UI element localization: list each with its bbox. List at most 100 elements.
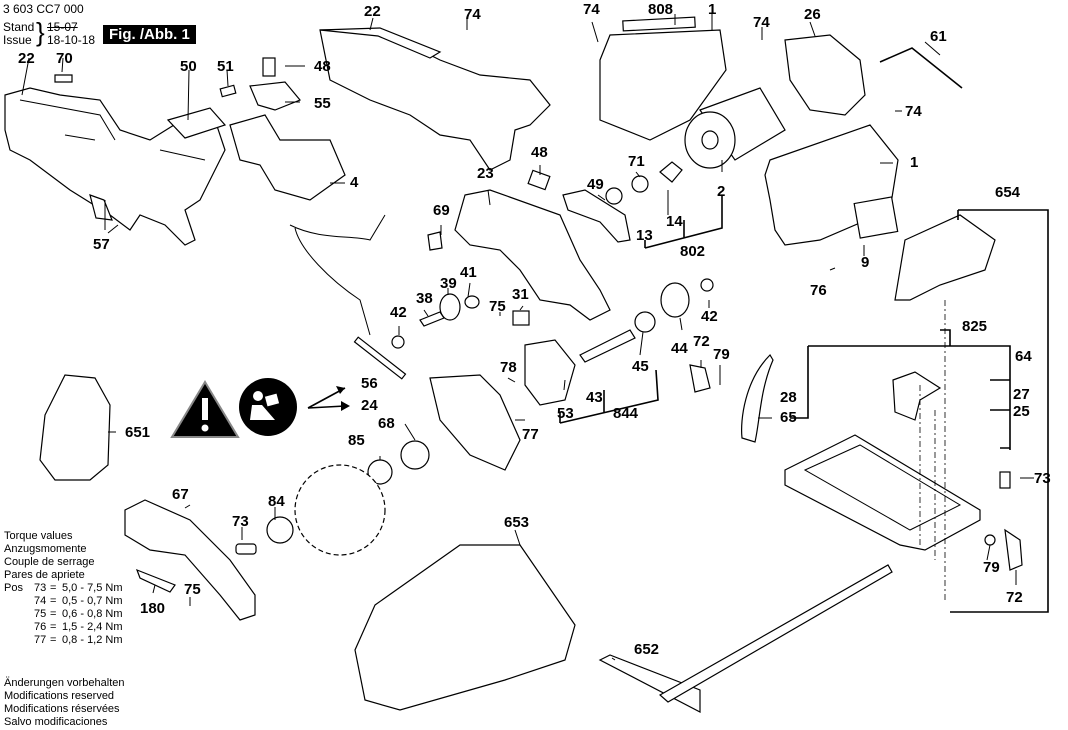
- part-label: 73: [232, 513, 249, 530]
- part-label: 23: [477, 165, 494, 182]
- part-label: 79: [983, 559, 1000, 576]
- motor-housing-top-part: [599, 29, 727, 141]
- plate-part: [562, 189, 631, 243]
- torque-value: 0,8 - 1,2 Nm: [62, 634, 123, 646]
- handle-housing-top-part: [319, 29, 551, 171]
- shaft-part-38: [419, 311, 445, 327]
- torque-pos: 77: [34, 634, 47, 646]
- gear-part-39: [439, 293, 461, 321]
- part-label: 53: [557, 405, 574, 422]
- part-label: 75: [489, 298, 506, 315]
- part-label: 27: [1013, 386, 1030, 403]
- arrow-icons: [307, 386, 350, 411]
- part-number: 3 603 CC7 000: [3, 2, 84, 16]
- lower-guard-part: [124, 499, 256, 621]
- issue-label: Issue: [3, 33, 32, 47]
- switch-part: [229, 114, 346, 201]
- part-label: 50: [180, 58, 197, 75]
- flange-housing-part-53: [524, 339, 576, 406]
- torque-value: 1,5 - 2,4 Nm: [62, 621, 123, 633]
- torque-title-es: Pares de apriete: [4, 569, 85, 581]
- stand-label: Stand: [3, 20, 35, 34]
- footer-line: Modifications réservées: [4, 703, 120, 715]
- part-label: 49: [587, 176, 604, 193]
- knob-part-72b: [1004, 528, 1023, 571]
- part-label: 72: [693, 333, 710, 350]
- part-label: 43: [586, 389, 603, 406]
- read-manual-icon: [239, 378, 297, 436]
- part-label: 25: [1013, 403, 1030, 420]
- nut-part-42: [391, 335, 405, 349]
- brace-icon: }: [36, 17, 45, 47]
- torque-pos: 74: [34, 595, 47, 607]
- part-label: 651: [125, 424, 151, 441]
- issue-date: 18-10-18: [47, 33, 96, 47]
- switch-cover-part: [166, 107, 227, 139]
- dust-adapter-part: [894, 214, 996, 301]
- spindle-part-43: [579, 329, 636, 363]
- part-label: 808: [648, 1, 674, 18]
- ring-part-68: [400, 440, 430, 470]
- part-label: 652: [634, 641, 660, 658]
- torque-pos: 75: [34, 608, 47, 620]
- warning-triangle-icon: [170, 380, 240, 438]
- part-label: 51: [217, 58, 234, 75]
- battery-part: [39, 374, 111, 481]
- part-label: 31: [512, 286, 529, 303]
- part-label: 39: [440, 275, 457, 292]
- part-label: 76: [810, 282, 827, 299]
- part-label: 44: [671, 340, 688, 357]
- torque-value: 0,5 - 0,7 Nm: [62, 595, 123, 607]
- torque-pos: 73: [34, 582, 47, 594]
- part-label: 28: [780, 389, 797, 406]
- part-label: 825: [962, 318, 988, 335]
- slide-part-55: [249, 81, 301, 111]
- sleeve-part-31: [512, 310, 530, 326]
- part-label: 45: [632, 358, 649, 375]
- part-label: 67: [172, 486, 189, 503]
- torque-value: 5,0 - 7,5 Nm: [62, 582, 123, 594]
- part-label: 4: [350, 174, 359, 191]
- part-label: 844: [613, 405, 639, 422]
- part-label: 77: [522, 426, 539, 443]
- footer-line: Modifications reserved: [4, 690, 115, 702]
- part-label: 26: [804, 6, 821, 23]
- threaded-rod-56: [353, 336, 407, 380]
- part-label: 38: [416, 290, 433, 307]
- part-label: 802: [680, 243, 706, 260]
- footer-line: Salvo modificaciones: [4, 716, 108, 728]
- blade-guard-part: [429, 374, 521, 471]
- part-label: 57: [93, 236, 110, 253]
- part-label: 42: [390, 304, 407, 321]
- bearing-part-13: [605, 187, 623, 205]
- base-plate-part: [784, 434, 981, 551]
- figure-label: Fig. /Abb. 1: [103, 25, 196, 44]
- torque-eq: =: [50, 634, 57, 646]
- part-label: 65: [780, 409, 797, 426]
- part-label: 78: [500, 359, 517, 376]
- saw-blade-part: [294, 464, 386, 556]
- part-label: 79: [713, 346, 730, 363]
- torque-eq: =: [50, 582, 57, 594]
- part-label: 68: [378, 415, 395, 432]
- torque-eq: =: [50, 621, 57, 633]
- washer-part-79b: [984, 534, 996, 546]
- torque-eq: =: [50, 595, 57, 607]
- part-label: 42: [701, 308, 718, 325]
- washer-part-84: [266, 516, 294, 544]
- part-label: 48: [314, 58, 331, 75]
- label-part-180: [135, 568, 176, 593]
- bearing-part-41: [464, 295, 480, 309]
- part-label: 48: [531, 144, 548, 161]
- part-label: 9: [861, 254, 870, 271]
- part-label: 41: [460, 264, 477, 281]
- gear-housing-part: [454, 189, 611, 321]
- part-label: 14: [666, 213, 683, 230]
- charger-part: [354, 544, 576, 711]
- part-label: 13: [636, 227, 653, 244]
- knob-part-72a: [689, 364, 711, 393]
- part-label: 61: [930, 28, 947, 45]
- end-cap-part: [784, 34, 866, 116]
- torque-eq: =: [50, 608, 57, 620]
